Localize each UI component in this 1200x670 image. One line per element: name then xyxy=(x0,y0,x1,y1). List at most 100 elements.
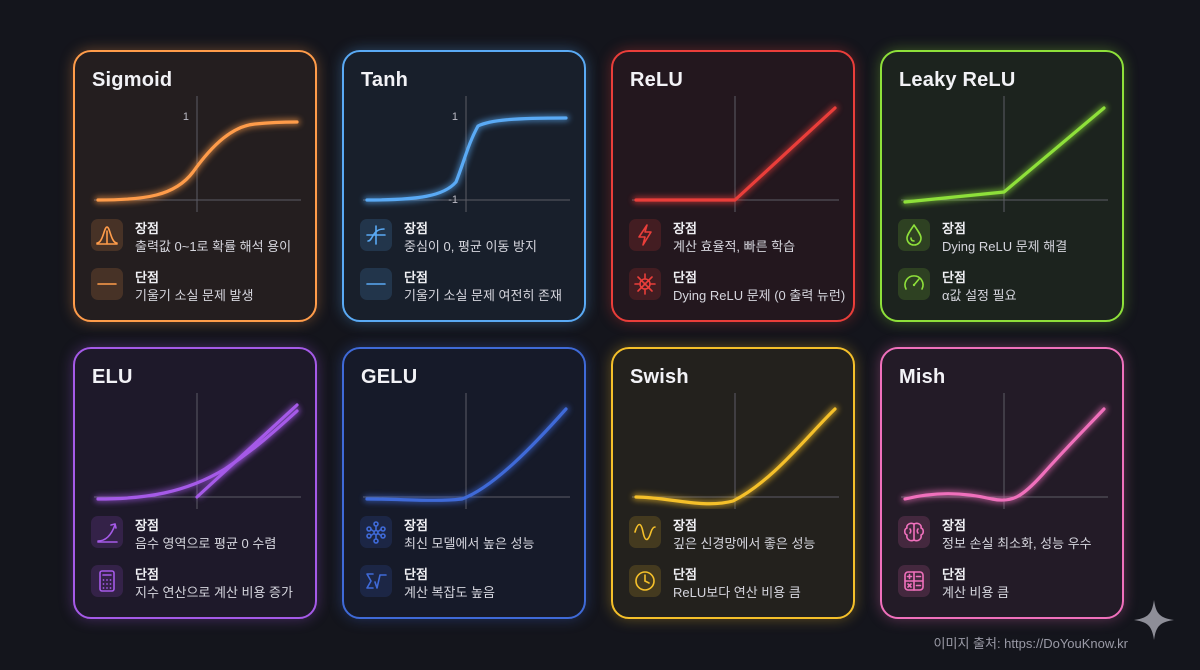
card-title: ReLU xyxy=(630,69,684,91)
activation-curve xyxy=(96,120,299,202)
pro-row: 장점 음수 영역으로 평균 0 수렴 xyxy=(91,514,313,554)
drop-icon xyxy=(898,219,930,251)
activation-curve-plot xyxy=(901,393,1108,509)
card-leaky-relu: Leaky ReLU 장점 Dying ReLU 문제 해결 단점 α값 설정 … xyxy=(880,50,1124,322)
pro-text: 최신 모델에서 높은 성능 xyxy=(404,536,535,551)
network-icon xyxy=(360,516,392,548)
activation-curve xyxy=(903,106,1106,204)
con-heading: 단점 xyxy=(673,270,697,285)
pro-row: 장점 정보 손실 최소화, 성능 우수 xyxy=(898,514,1120,554)
con-text: 지수 연산으로 계산 비용 증가 xyxy=(135,585,293,600)
activation-curve-plot xyxy=(363,393,570,509)
pro-row: 장점 출력값 0~1로 확률 해석 용이 xyxy=(91,217,313,257)
pro-heading: 장점 xyxy=(135,221,159,236)
card-relu: ReLU 장점 계산 효율적, 빠른 학습 단점 Dying ReLU 문제 (… xyxy=(611,50,855,322)
pro-heading: 장점 xyxy=(673,518,697,533)
card-title: Sigmoid xyxy=(92,69,173,91)
clock-icon xyxy=(629,565,661,597)
reference-glow xyxy=(194,402,300,500)
con-heading: 단점 xyxy=(942,567,966,582)
flat-line-icon xyxy=(91,268,123,300)
activation-curve xyxy=(365,407,568,502)
con-heading: 단점 xyxy=(673,567,697,582)
pro-heading: 장점 xyxy=(673,221,697,236)
sparkle-icon xyxy=(1134,600,1174,640)
con-text: 기울기 소실 문제 여전히 존재 xyxy=(404,288,562,303)
con-text: α값 설정 필요 xyxy=(942,288,1017,303)
card-title: GELU xyxy=(361,366,418,388)
pro-text: 음수 영역으로 평균 0 수렴 xyxy=(135,536,277,551)
image-credit: 이미지 출처: https://DoYouKnow.kr xyxy=(933,636,1128,651)
card-gelu: GELU 장점 최신 모델에서 높은 성능 단점 계산 복잡도 높음 xyxy=(342,347,586,619)
card-title: Mish xyxy=(899,366,946,388)
con-row: 단점 계산 복잡도 높음 xyxy=(360,563,582,603)
lightning-icon xyxy=(629,219,661,251)
activation-curve-plot xyxy=(94,393,301,509)
y-axis-top-label: 1 xyxy=(183,111,189,123)
pro-text: 출력값 0~1로 확률 해석 용이 xyxy=(135,239,292,254)
card-elu: ELU 장점 음수 영역으로 평균 0 수렴 단점 지수 연산으로 계산 비용 … xyxy=(73,347,317,619)
pro-row: 장점 깊은 신경망에서 좋은 성능 xyxy=(629,514,851,554)
card-swish: Swish 장점 깊은 신경망에서 좋은 성능 단점 ReLU보다 연산 비용 … xyxy=(611,347,855,619)
y-axis-bottom-label: -1 xyxy=(448,194,458,206)
pro-text: 중심이 0, 평균 이동 방지 xyxy=(404,239,537,254)
math-icon xyxy=(898,565,930,597)
activation-curve xyxy=(365,116,568,202)
centered-axes-icon xyxy=(360,219,392,251)
pro-row: 장점 최신 모델에서 높은 성능 xyxy=(360,514,582,554)
pro-heading: 장점 xyxy=(404,518,428,533)
con-row: 단점 Dying ReLU 문제 (0 출력 뉴런) xyxy=(629,266,851,306)
card-title: Swish xyxy=(630,366,689,388)
pro-heading: 장점 xyxy=(404,221,428,236)
card-title: Tanh xyxy=(361,69,409,91)
pro-text: 깊은 신경망에서 좋은 성능 xyxy=(673,536,816,551)
bell-curve-icon xyxy=(91,219,123,251)
con-heading: 단점 xyxy=(135,567,159,582)
con-heading: 단점 xyxy=(404,567,428,582)
activation-curve-plot xyxy=(632,393,839,509)
card-mish: Mish 장점 정보 손실 최소화, 성능 우수 단점 계산 비용 큼 xyxy=(880,347,1124,619)
con-row: 단점 기울기 소실 문제 발생 xyxy=(91,266,313,306)
con-heading: 단점 xyxy=(404,270,428,285)
con-text: ReLU보다 연산 비용 큼 xyxy=(673,585,801,600)
activation-curve xyxy=(634,106,837,202)
con-row: 단점 기울기 소실 문제 여전히 존재 xyxy=(360,266,582,306)
pro-row: 장점 Dying ReLU 문제 해결 xyxy=(898,217,1120,257)
pro-heading: 장점 xyxy=(942,518,966,533)
dead-neuron-icon xyxy=(629,268,661,300)
con-row: 단점 지수 연산으로 계산 비용 증가 xyxy=(91,563,313,603)
y-axis-top-label: 1 xyxy=(452,111,458,123)
activation-curve xyxy=(634,407,837,506)
activation-curve-plot: 1 xyxy=(94,96,301,212)
con-row: 단점 ReLU보다 연산 비용 큼 xyxy=(629,563,851,603)
con-row: 단점 α값 설정 필요 xyxy=(898,266,1120,306)
wave-icon xyxy=(629,516,661,548)
activation-curve xyxy=(903,407,1106,502)
con-heading: 단점 xyxy=(135,270,159,285)
pro-heading: 장점 xyxy=(135,518,159,533)
card-sigmoid: Sigmoid 1 장점 출력값 0~1로 확률 해석 용이 단점 기울기 소실… xyxy=(73,50,317,322)
con-text: Dying ReLU 문제 (0 출력 뉴런) xyxy=(673,288,846,303)
con-heading: 단점 xyxy=(942,270,966,285)
pro-text: Dying ReLU 문제 해결 xyxy=(942,239,1068,254)
pro-text: 정보 손실 최소화, 성능 우수 xyxy=(942,536,1092,551)
pro-heading: 장점 xyxy=(942,221,966,236)
con-row: 단점 계산 비용 큼 xyxy=(898,563,1120,603)
pro-text: 계산 효율적, 빠른 학습 xyxy=(673,239,796,254)
formula-icon xyxy=(360,565,392,597)
pro-row: 장점 계산 효율적, 빠른 학습 xyxy=(629,217,851,257)
activation-curve-plot xyxy=(901,96,1108,212)
card-title: ELU xyxy=(92,366,133,388)
card-tanh: Tanh 1 -1 장점 중심이 0, 평균 이동 방지 단점 기울기 소실 문제… xyxy=(342,50,586,322)
activation-curve-plot: 1 -1 xyxy=(363,96,570,212)
calculator-icon xyxy=(91,565,123,597)
con-text: 계산 비용 큼 xyxy=(942,585,1010,600)
pro-row: 장점 중심이 0, 평균 이동 방지 xyxy=(360,217,582,257)
brain-icon xyxy=(898,516,930,548)
activation-curve-plot xyxy=(632,96,839,212)
curve-arrow-icon xyxy=(91,516,123,548)
con-text: 기울기 소실 문제 발생 xyxy=(135,288,254,303)
flat-line-icon xyxy=(360,268,392,300)
con-text: 계산 복잡도 높음 xyxy=(404,585,495,600)
gauge-icon xyxy=(898,268,930,300)
